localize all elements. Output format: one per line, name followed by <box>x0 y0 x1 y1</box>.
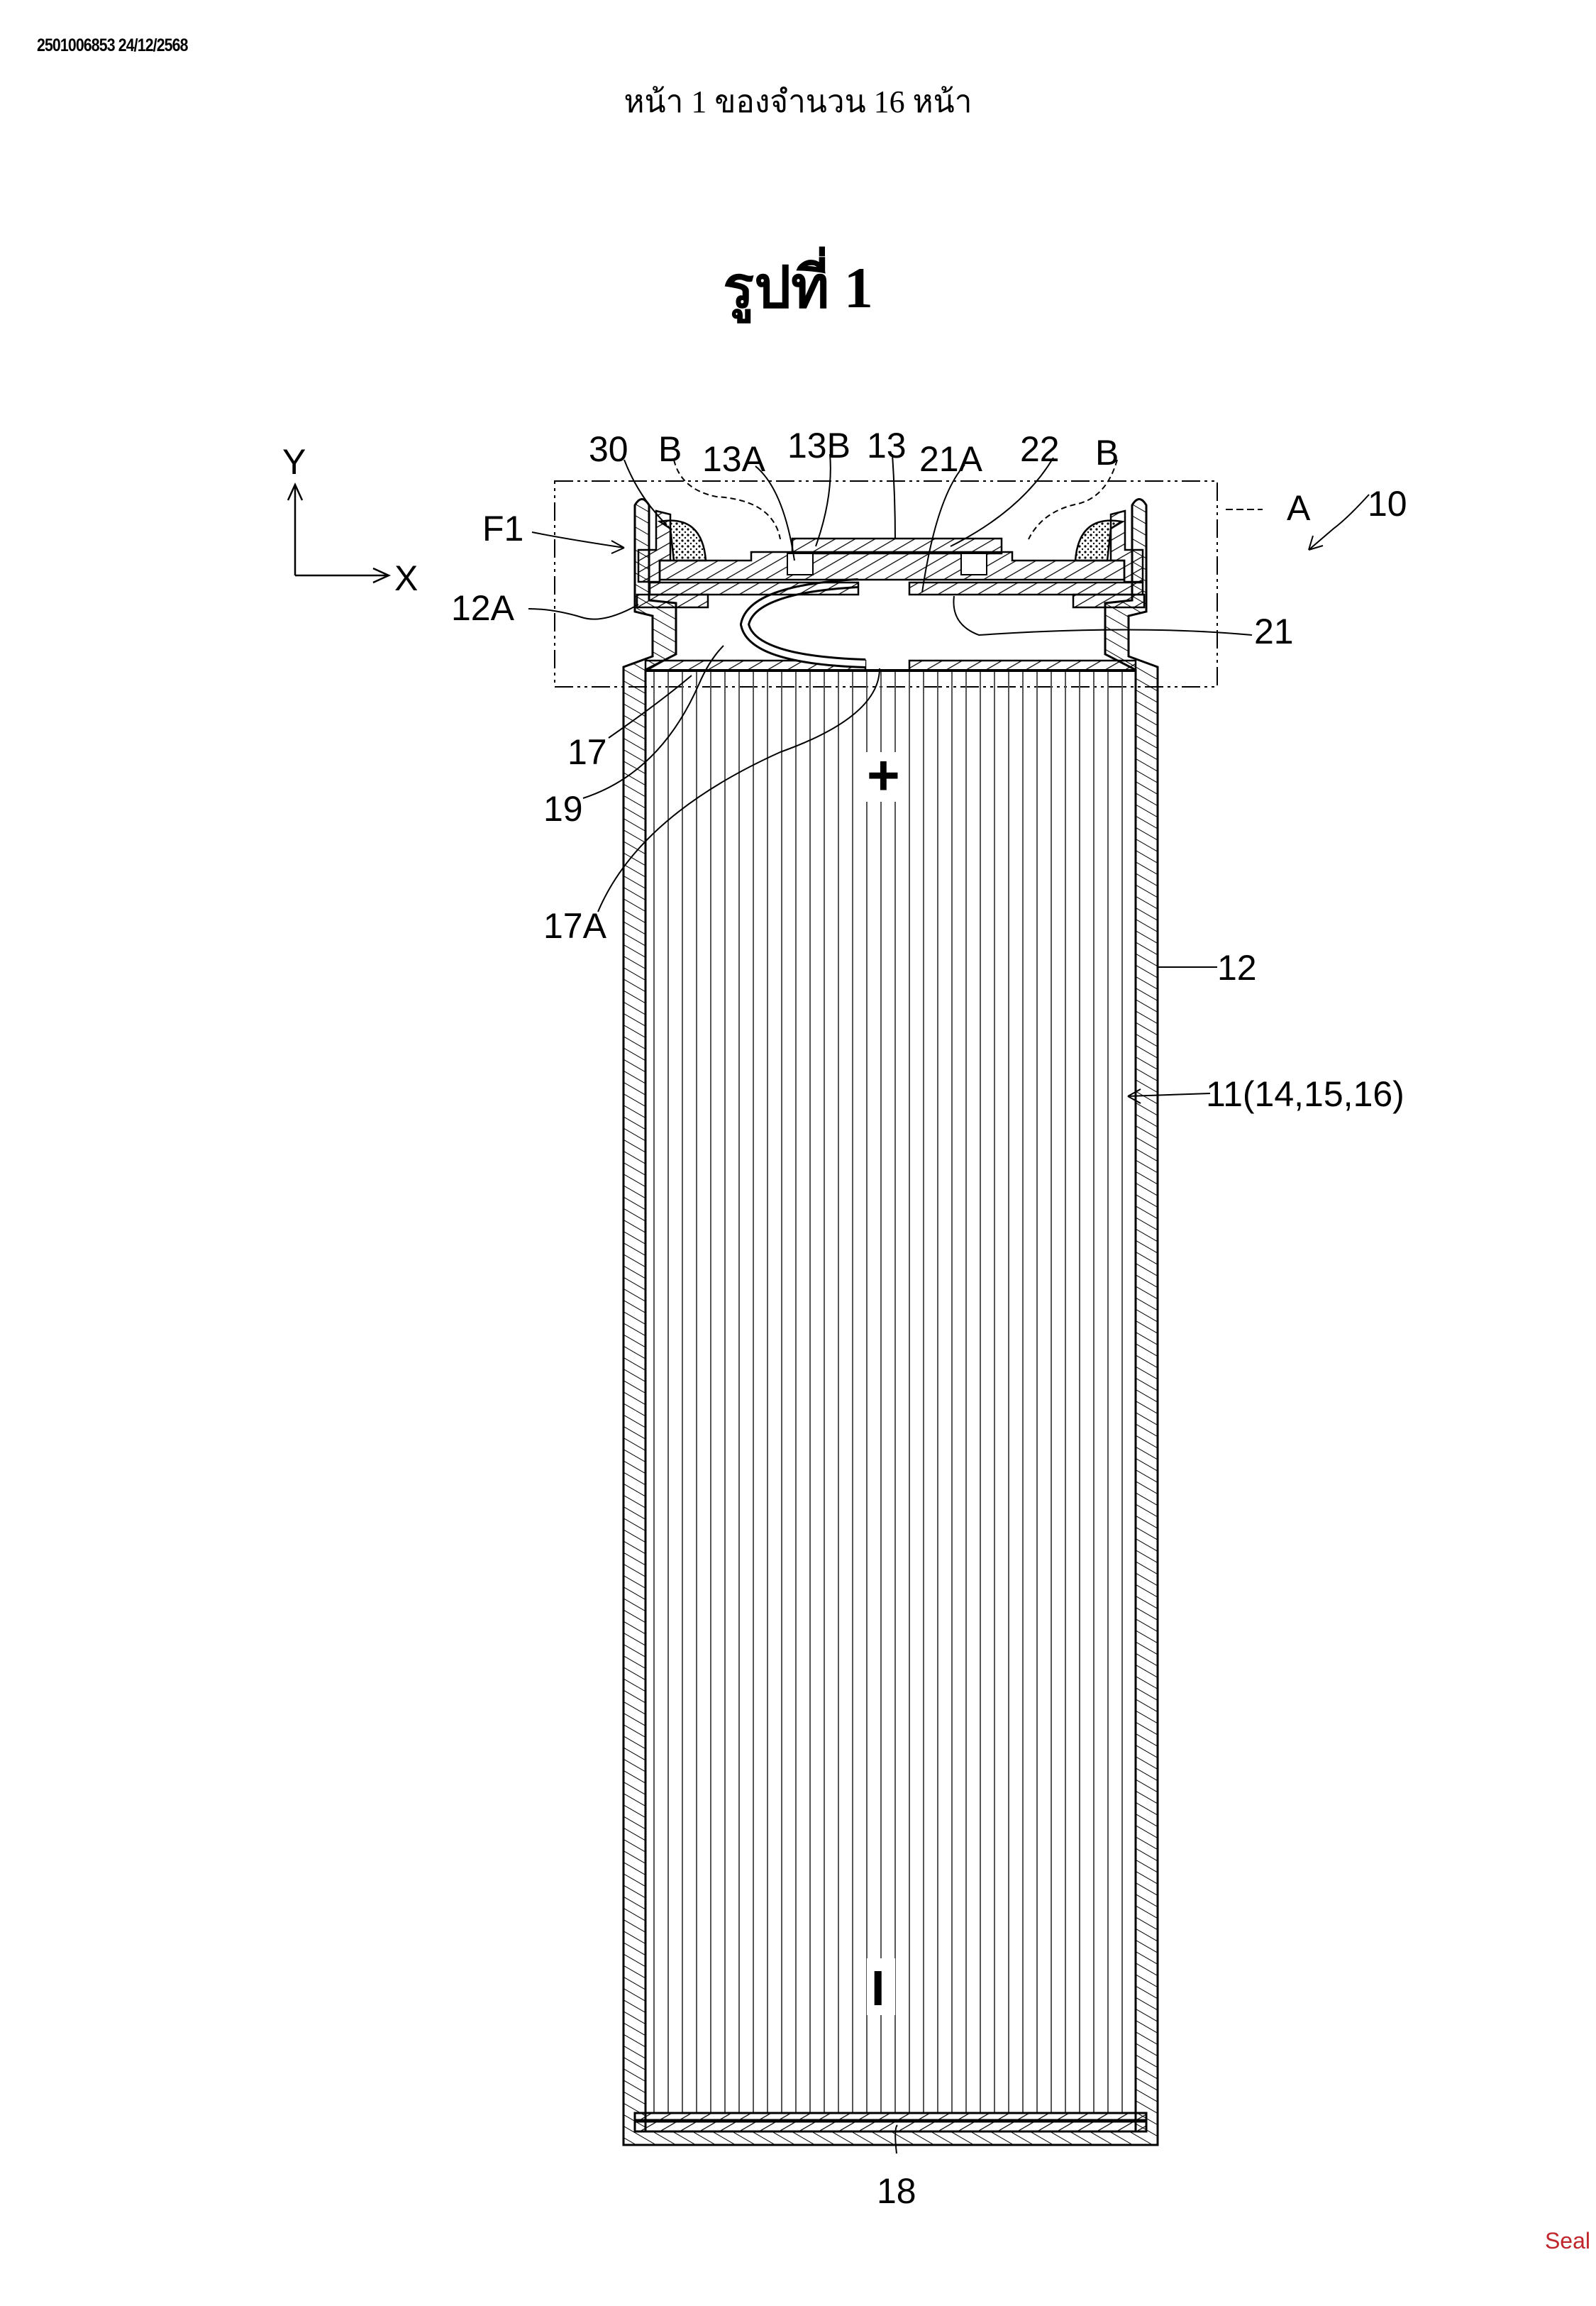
seal-mark: Seal <box>1545 2228 1590 2254</box>
label-a: A <box>1287 488 1311 528</box>
label-22: 22 <box>1020 429 1060 469</box>
label-13: 13 <box>867 426 907 465</box>
label-18: 18 <box>877 2171 916 2211</box>
x-axis-label: X <box>394 558 418 598</box>
label-12: 12 <box>1217 948 1257 988</box>
label-21: 21 <box>1254 612 1294 651</box>
label-13a: 13A <box>702 439 766 479</box>
label-12a: 12A <box>451 588 515 628</box>
winding-outline <box>645 671 1136 2113</box>
label-b-left: B <box>658 429 682 469</box>
label-17a: 17A <box>543 906 607 946</box>
label-13b: 13B <box>787 426 850 465</box>
label-17: 17 <box>567 732 607 772</box>
bottom-insulator <box>635 2122 1146 2131</box>
label-10: 10 <box>1368 484 1407 524</box>
cap-assembly <box>637 511 1144 607</box>
label-b-right: B <box>1095 433 1119 473</box>
label-f1: F1 <box>482 509 523 548</box>
negative-collector-plate <box>635 2113 1146 2120</box>
negative-sign: I <box>871 1960 885 2016</box>
y-axis-label: Y <box>282 442 306 482</box>
label-11: 11(14,15,16) <box>1206 1074 1404 1114</box>
positive-sign: + <box>867 744 900 807</box>
label-30: 30 <box>589 429 628 469</box>
coordinate-axes: Y X <box>282 442 418 598</box>
electrode-winding <box>645 671 1136 2113</box>
positive-collector-plate-right <box>909 661 1136 671</box>
label-19: 19 <box>543 789 583 829</box>
reference-labels: 30 B 13A 13B 13 21A 22 B A 10 F1 12A 21 … <box>451 426 1407 2211</box>
label-21a: 21A <box>919 439 983 479</box>
